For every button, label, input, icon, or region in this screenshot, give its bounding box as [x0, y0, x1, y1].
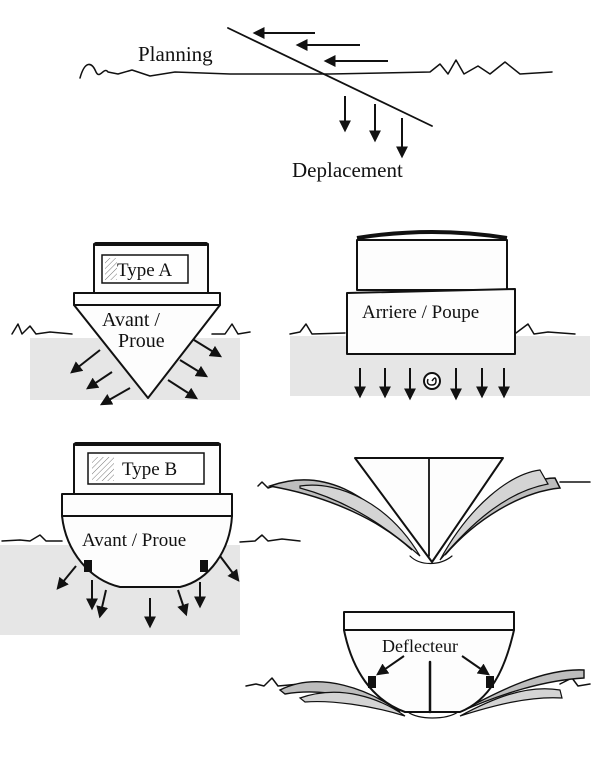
- deplacement-label: Deplacement: [292, 158, 403, 182]
- roof-stern: [356, 230, 508, 240]
- deflector-mark-left: [368, 676, 376, 688]
- hull-angle-line: [227, 27, 433, 127]
- waterline-b: [1, 534, 301, 543]
- force-arrow-b7: [219, 555, 240, 582]
- waterline-stern: [289, 323, 576, 335]
- hull-stern: Arriere / Poupe: [289, 230, 590, 401]
- hull-a-label-line2: Proue: [118, 330, 165, 352]
- v-hull-spray-sketch: [257, 457, 591, 565]
- deflector-arrow-right: [461, 655, 490, 676]
- stern-hull-box: [346, 288, 516, 355]
- force-arrow-a4: [193, 339, 223, 358]
- cabin-stern: [356, 239, 508, 291]
- chine-mark-right: [200, 560, 208, 572]
- deck-b: [61, 493, 233, 517]
- wake-v: [409, 555, 453, 565]
- force-arrow-a6: [167, 379, 199, 400]
- round-hull-b: [61, 515, 233, 588]
- planning-vs-displacement-sketch: Planning Deplacement: [79, 27, 553, 182]
- type-b-label: Type B: [122, 459, 177, 480]
- deflector-spray-left-b: [298, 691, 406, 717]
- window-shading-a: [105, 258, 117, 280]
- planning-label: Planning: [138, 42, 213, 66]
- window-shading-b: [92, 457, 114, 481]
- v-hull-a: [73, 304, 221, 399]
- waterline-top: [79, 59, 553, 79]
- force-arrow-a2: [86, 371, 113, 390]
- deck-a: [73, 292, 221, 306]
- force-arrow-a3: [99, 387, 131, 406]
- deflector-mark-right: [486, 676, 494, 688]
- force-arrow-b5: [177, 589, 189, 617]
- wake-deflector: [407, 711, 459, 719]
- hull-type-a: Type A Avant / Proue: [11, 242, 251, 406]
- type-a-label: Type A: [117, 260, 172, 281]
- propeller-icon: [423, 372, 441, 390]
- deflecteur-label: Deflecteur: [382, 636, 458, 656]
- force-arrow-b3: [96, 589, 109, 619]
- force-arrow-a1: [70, 349, 101, 374]
- hull-a-label-line1: Avant /: [102, 309, 160, 331]
- spray-right-b: [439, 469, 549, 561]
- waterline-deflector: [245, 677, 591, 687]
- deflector-spray-right-b: [459, 688, 563, 717]
- hull-b-label: Avant / Proue: [82, 530, 186, 551]
- deflector-arrow-left: [376, 655, 405, 676]
- spray-left-b: [299, 484, 421, 557]
- waterline-a: [11, 323, 251, 335]
- force-arrow-a5: [179, 359, 209, 378]
- force-arrow-b1: [56, 565, 77, 590]
- chine-mark-left: [84, 560, 92, 572]
- stern-label: Arriere / Poupe: [362, 302, 479, 323]
- hull-type-b: Type B Avant / Proue: [0, 442, 301, 635]
- deflector-hull: Deflecteur: [245, 611, 591, 719]
